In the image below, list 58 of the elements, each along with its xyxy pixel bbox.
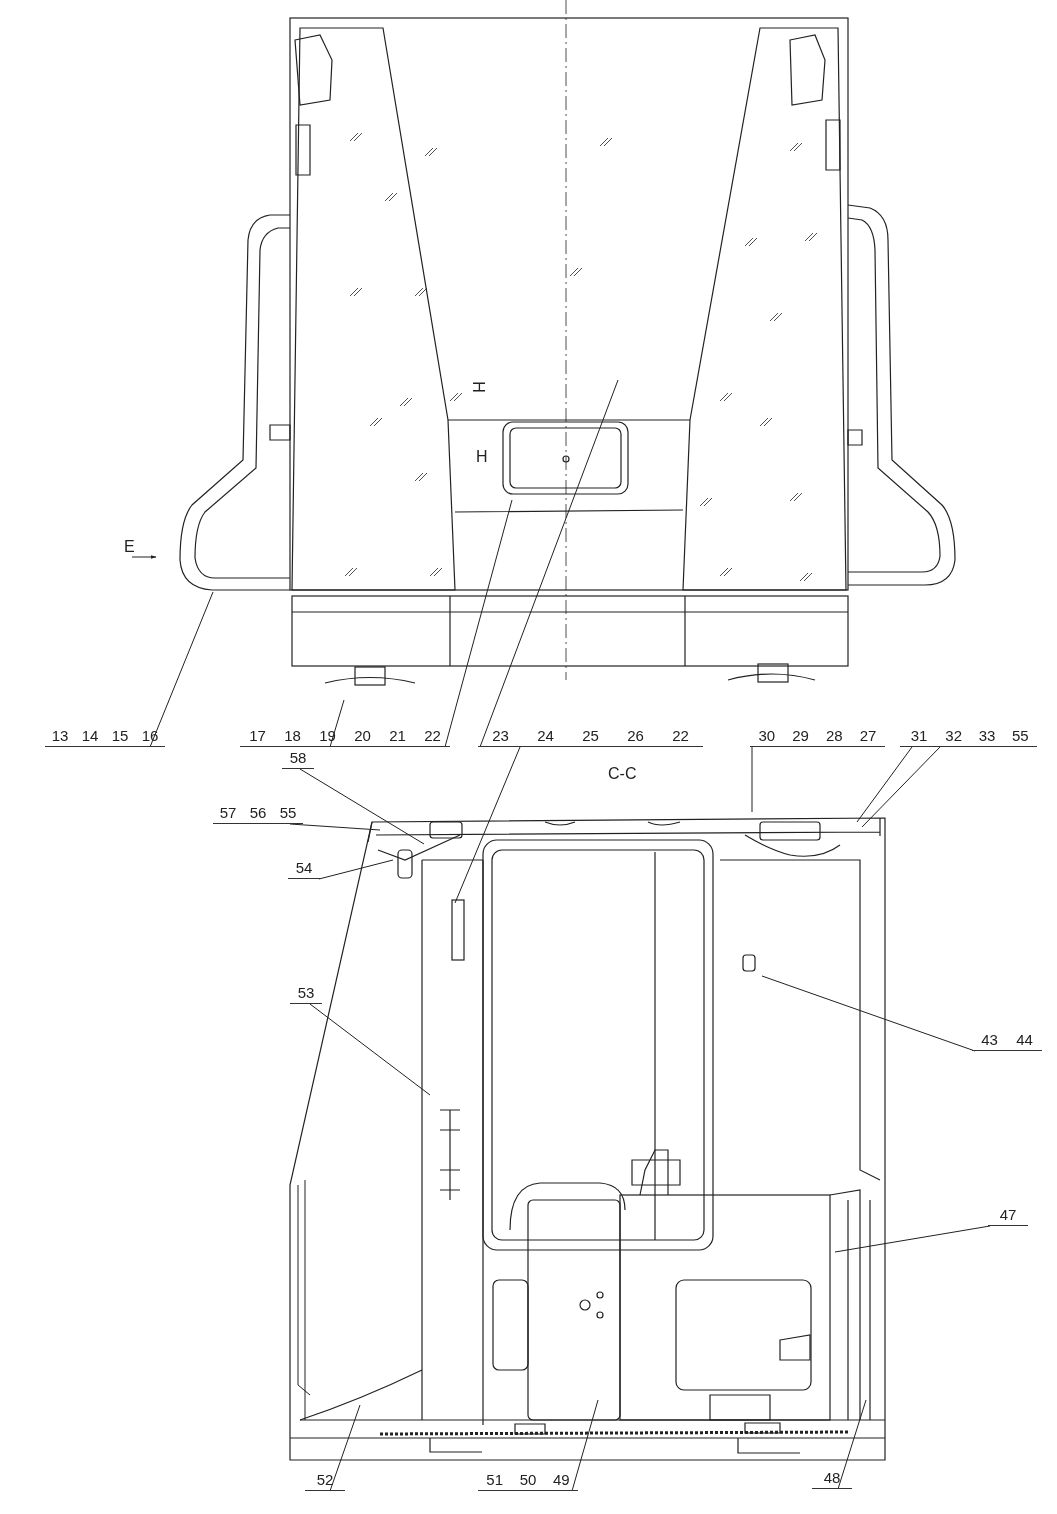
callout-number: 16 [141, 726, 159, 746]
callout-number: 43 [981, 1030, 998, 1050]
leader-line [571, 1399, 599, 1492]
callout-number: 22 [672, 726, 689, 746]
callout-number: 13 [51, 726, 69, 746]
callout-number: 51 [486, 1470, 503, 1490]
callout-number: 20 [354, 726, 371, 746]
callout-number: 15 [111, 726, 129, 746]
leader-line [856, 746, 913, 823]
callout-number: 50 [519, 1470, 537, 1490]
leader-line [444, 499, 513, 748]
leader-line [834, 1225, 991, 1253]
callout-number: 18 [284, 726, 301, 746]
callout-number: 55 [279, 803, 297, 823]
leader-line [299, 768, 425, 845]
callout-number: 25 [582, 726, 599, 746]
callout-number: 31 [910, 726, 928, 746]
leader-line [861, 746, 941, 828]
leader-line [454, 746, 521, 904]
callout-number: 52 [316, 1470, 334, 1490]
leader-line [479, 379, 619, 748]
callout-number: 21 [389, 726, 406, 746]
view-label: E [124, 538, 135, 556]
view-label: H [468, 381, 487, 393]
callout-number: 58 [289, 748, 307, 768]
callout-number: 14 [81, 726, 99, 746]
leader-line [329, 1404, 361, 1492]
callout-number: 17 [249, 726, 266, 746]
view-label: H [476, 448, 488, 466]
callout-number: 55 [1011, 726, 1029, 746]
leader-line [149, 591, 214, 748]
callout-number: 57 [219, 803, 237, 823]
callout-number: 47 [999, 1205, 1017, 1225]
callout-number: 53 [297, 983, 315, 1003]
callout-number: 44 [1016, 1030, 1033, 1050]
callout-number: 19 [319, 726, 336, 746]
callout-number: 29 [792, 726, 809, 746]
leader-line [329, 699, 345, 748]
callout-number: 24 [537, 726, 554, 746]
callout-number: 22 [424, 726, 441, 746]
leader-line [318, 859, 394, 880]
callout-number: 23 [492, 726, 509, 746]
leader-line [751, 746, 753, 813]
callout-number: 32 [945, 726, 962, 746]
callout-number: 28 [826, 726, 843, 746]
leader-line [761, 975, 976, 1052]
leader-line [837, 1399, 867, 1490]
callout-number: 56 [249, 803, 267, 823]
leader-line [289, 823, 381, 831]
callout-number: 54 [295, 858, 313, 878]
callout-number: 49 [552, 1470, 570, 1490]
callout-number: 48 [823, 1468, 841, 1488]
view-label: C-C [608, 765, 637, 783]
leader-line [309, 1003, 431, 1096]
callout-number: 27 [859, 726, 877, 746]
callout-number: 33 [978, 726, 996, 746]
callout-number: 30 [758, 726, 776, 746]
callout-number: 26 [627, 726, 644, 746]
